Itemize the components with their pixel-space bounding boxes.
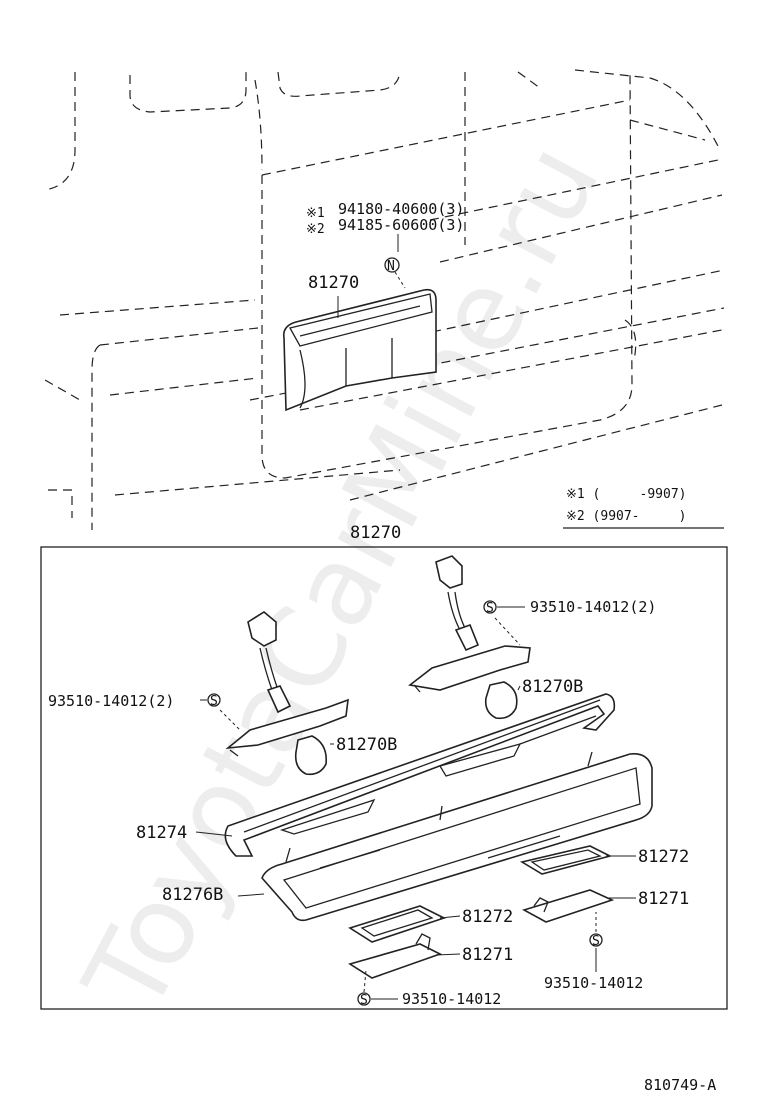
screw-symbol-bottom-right-text: S xyxy=(592,934,600,949)
bracket-right xyxy=(521,889,615,923)
gasket-left xyxy=(348,905,447,943)
note2-marker: ※2 xyxy=(306,222,325,237)
legend-row-2: ※2 (9907- ) xyxy=(566,509,686,524)
callout-housing: 81276B xyxy=(162,885,223,905)
screw-part-number-1: 94180-40600(3) xyxy=(338,200,464,218)
lamp-part-label: 81270 xyxy=(308,273,359,293)
callout-gasket-left: 81272 xyxy=(462,907,513,927)
bulb-left xyxy=(294,735,328,776)
socket-left xyxy=(219,611,349,757)
screw-symbol-left-text: S xyxy=(210,694,218,709)
screw-symbol-right-text: S xyxy=(486,601,494,616)
legend-row-1: ※1 ( -9907) xyxy=(566,487,686,502)
detail-title: 81270 xyxy=(350,523,401,543)
screw-symbol-left xyxy=(207,693,221,707)
callout-bracket-right: 81271 xyxy=(638,889,689,909)
detail-frame xyxy=(40,546,728,1010)
screw-part-number-2: 94185-60600(3) xyxy=(338,216,464,234)
vehicle-rear-view xyxy=(44,69,725,530)
socket-right xyxy=(408,555,531,693)
screw-symbol-right xyxy=(483,600,497,614)
callout-bracket-left: 81271 xyxy=(462,945,513,965)
screw-symbol-bottom-left xyxy=(357,992,371,1006)
note1-marker: ※1 xyxy=(306,206,325,221)
callout-screw-bottom-right: 93510-14012 xyxy=(544,974,643,992)
housing-part xyxy=(261,751,653,922)
screw-symbol: N xyxy=(387,259,395,274)
screw-symbol-bottom-right xyxy=(589,933,603,947)
callout-bulb-left: 81270B xyxy=(336,735,397,755)
callout-screw-left: 93510-14012(2) xyxy=(48,692,174,710)
bulb-right xyxy=(484,681,518,720)
lens-part xyxy=(224,693,616,857)
bracket-left xyxy=(348,943,443,979)
callout-gasket-right: 81272 xyxy=(638,847,689,867)
callout-lens: 81274 xyxy=(136,823,187,843)
callout-bulb-right: 81270B xyxy=(522,677,583,697)
callout-screw-right: 93510-14012(2) xyxy=(530,598,656,616)
screw-symbol-bottom-left-text: S xyxy=(360,993,368,1008)
screw-symbol-circle xyxy=(384,257,400,273)
figure-id: 810749-A xyxy=(644,1076,716,1094)
callout-screw-bottom-left: 93510-14012 xyxy=(402,990,501,1008)
